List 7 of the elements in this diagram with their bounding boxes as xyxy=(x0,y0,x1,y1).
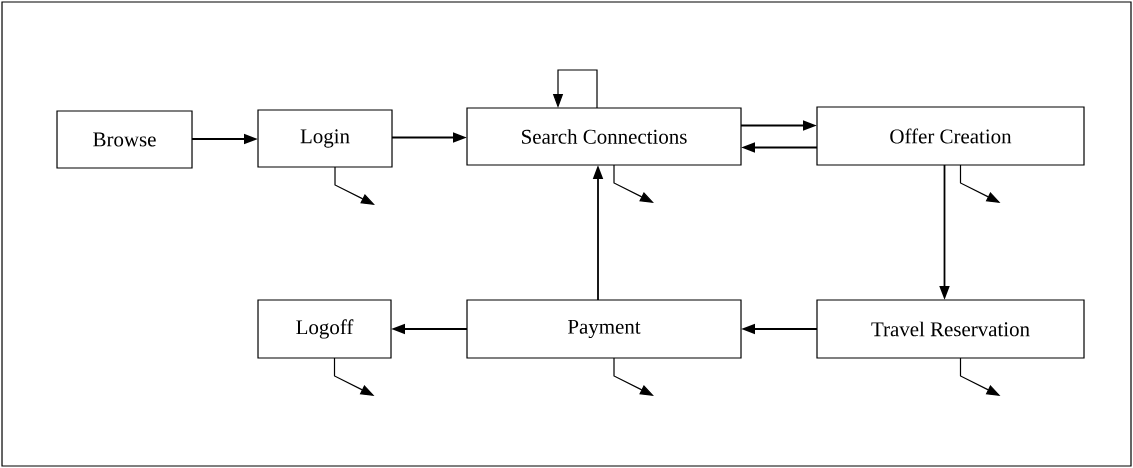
process-box: Offer Creation xyxy=(816,106,1085,166)
process-box: Travel Reservation xyxy=(816,299,1085,359)
process-box: Search Connections xyxy=(466,107,742,166)
process-box: Logoff xyxy=(257,299,392,359)
process-box: Login xyxy=(257,109,393,168)
process-box: Payment xyxy=(466,299,742,359)
process-box: Browse xyxy=(56,110,193,169)
